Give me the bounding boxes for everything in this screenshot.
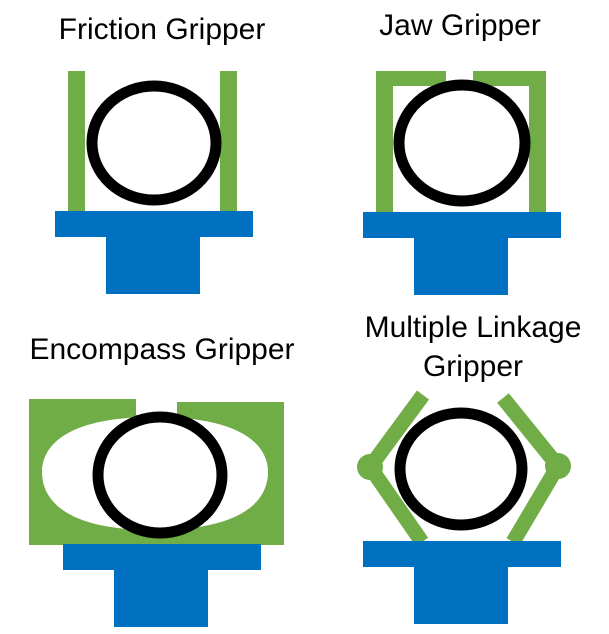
multiple-linkage-gripper-title-line1: Multiple Linkage bbox=[364, 311, 582, 344]
friction-right-finger bbox=[220, 71, 237, 213]
linkage-base-plate bbox=[363, 541, 561, 567]
jaw-left-jaw-vertical bbox=[376, 71, 393, 213]
jaw-right-jaw-top bbox=[473, 71, 546, 86]
linkage-right-upper-link bbox=[497, 393, 564, 471]
linkage-held-object bbox=[394, 407, 528, 531]
linkage-right-lower-link bbox=[506, 462, 565, 546]
friction-base-stem bbox=[106, 236, 200, 294]
linkage-left-joint bbox=[357, 454, 383, 480]
jaw-base-plate bbox=[363, 212, 561, 238]
jaw-gripper-title: Jaw Gripper bbox=[379, 9, 541, 42]
linkage-gripper-panel bbox=[357, 390, 571, 624]
encompass-left-jaw bbox=[29, 399, 154, 545]
jaw-held-object bbox=[393, 79, 531, 207]
linkage-right-joint bbox=[545, 453, 571, 479]
friction-gripper-panel bbox=[55, 71, 253, 294]
encompass-right-jaw bbox=[154, 402, 284, 545]
encompass-base-plate bbox=[63, 544, 261, 570]
encompass-gripper-panel bbox=[29, 399, 284, 627]
jaw-base-stem bbox=[414, 237, 508, 295]
jaw-gripper-panel bbox=[363, 71, 561, 295]
encompass-held-object bbox=[92, 411, 228, 539]
linkage-left-lower-link bbox=[363, 462, 429, 547]
friction-left-finger bbox=[68, 71, 85, 213]
linkage-left-upper-link bbox=[363, 390, 430, 472]
jaw-right-jaw-vertical bbox=[529, 71, 546, 213]
encompass-gripper-title: Encompass Gripper bbox=[29, 333, 295, 366]
friction-gripper-title: Friction Gripper bbox=[58, 13, 266, 46]
jaw-left-jaw-top bbox=[376, 71, 446, 86]
multiple-linkage-gripper-title-line2: Gripper bbox=[422, 350, 524, 383]
friction-base-plate bbox=[55, 211, 253, 237]
encompass-base-stem bbox=[114, 569, 208, 627]
friction-held-object bbox=[86, 80, 222, 206]
linkage-base-stem bbox=[414, 566, 508, 624]
